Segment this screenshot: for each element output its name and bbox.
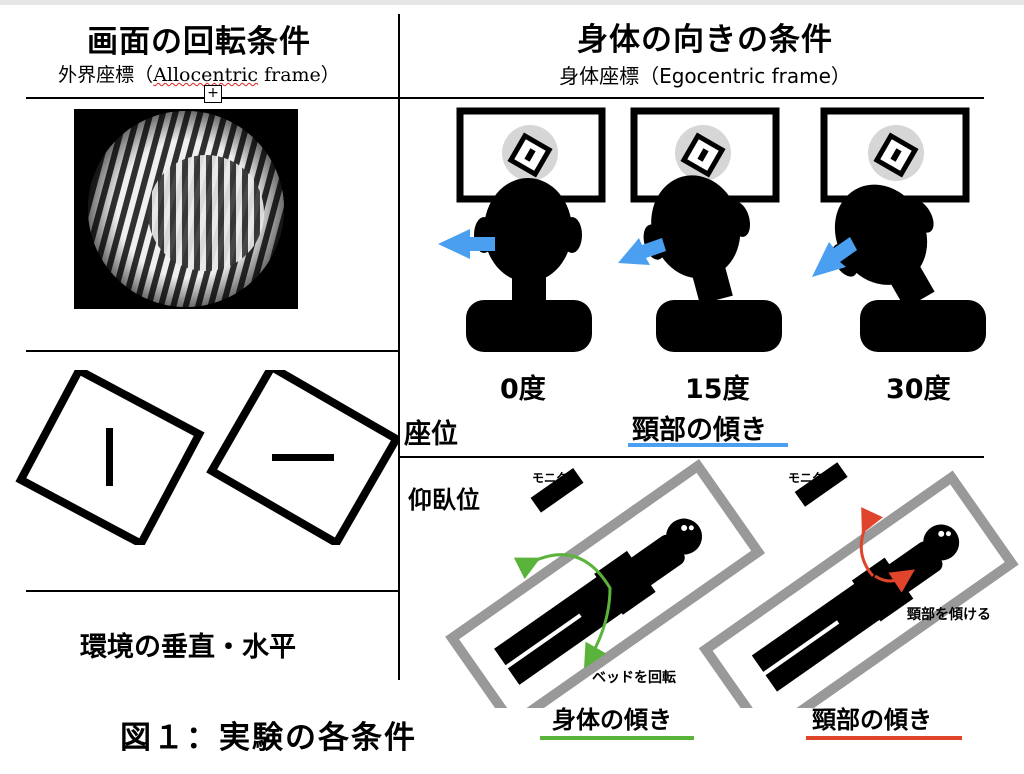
seated-figures [438,107,986,352]
left-divider-1 [26,350,398,352]
figure-caption: 図１：実験の各条件 [120,720,417,756]
angle-0: 0度 [500,374,546,405]
angle-15: 15度 [685,374,750,405]
left-divider-2 [26,590,398,592]
move-handle-icon[interactable]: + [204,85,222,103]
rotated-frames [15,370,400,545]
supine-label: 仰臥位 [408,486,480,514]
neck-tilt-caption-underline [806,736,962,740]
figure-0deg [438,107,606,352]
grating-stimulus [74,109,298,309]
tilt-neck-label: 頸部を傾ける [907,607,991,623]
body-tilt-underline [540,736,694,740]
neck-tilt-label: 頸部の傾き [632,415,767,446]
right-header-line [400,97,984,99]
neck-tilt-underline [628,443,788,447]
env-label: 環境の垂直・水平 [80,632,296,663]
bed-rotate-label: ベッドを回転 [592,670,676,686]
right-divider [400,456,984,458]
left-subtitle: 外界座標（Allocentric frame） [58,64,340,86]
seated-label: 座位 [404,419,458,450]
column-divider [398,14,400,680]
right-title: 身体の向きの条件 [577,22,833,58]
figure-15deg [618,107,782,352]
right-subtitle: 身体座標（Egocentric frame） [559,64,851,88]
figure-30deg [812,107,986,352]
top-bar [0,0,1024,5]
supine-figures [445,458,1019,708]
left-title: 画面の回転条件 [87,24,311,60]
neck-tilt-caption: 頸部の傾き [812,706,932,734]
angle-30: 30度 [886,374,951,405]
body-tilt-caption: 身体の傾き [552,706,672,734]
